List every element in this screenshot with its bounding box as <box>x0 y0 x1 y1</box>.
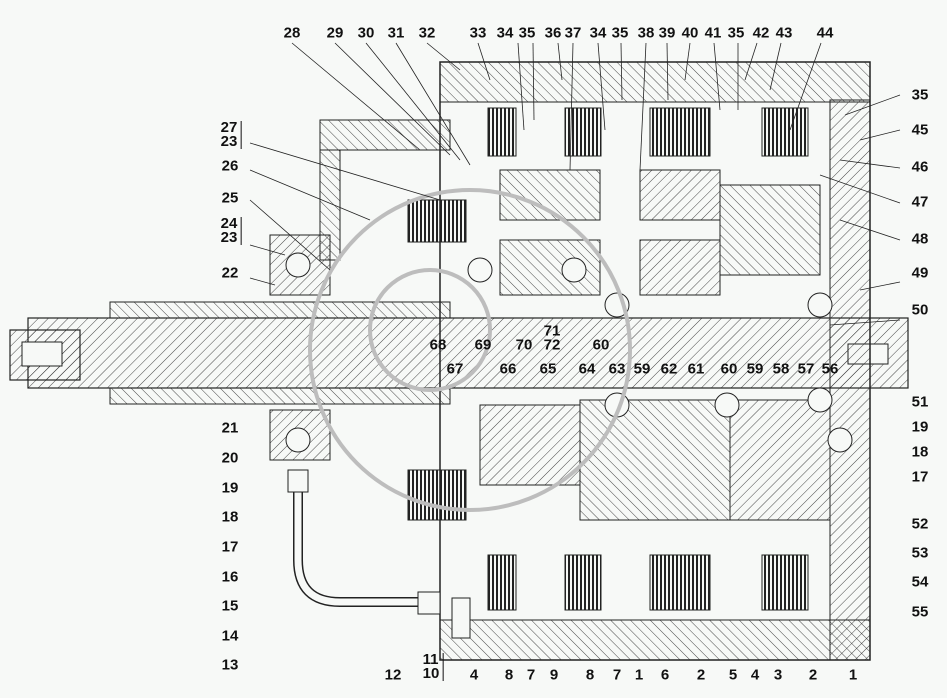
callout-36: 36 <box>544 24 562 42</box>
oil-pipe <box>287 469 471 639</box>
callout-60: 60 <box>720 360 738 378</box>
callout-17: 17 <box>221 538 239 556</box>
callout-63: 63 <box>608 360 626 378</box>
callout-34: 34 <box>496 24 514 42</box>
callout-58: 58 <box>772 360 790 378</box>
callout-15: 15 <box>221 597 239 615</box>
callout-48: 48 <box>911 230 929 248</box>
callout-49: 49 <box>911 264 929 282</box>
callout-35: 35 <box>518 24 536 42</box>
callout-56: 56 <box>821 360 839 378</box>
callout-42: 42 <box>752 24 770 42</box>
callout-28: 28 <box>283 24 301 42</box>
callout-14: 14 <box>221 627 239 645</box>
main-shaft <box>9 301 909 405</box>
callout-44: 44 <box>816 24 834 42</box>
callout-66: 66 <box>499 360 517 378</box>
callout-7: 7 <box>612 666 622 684</box>
callout-70: 70 <box>515 336 533 354</box>
gears-bearings <box>285 169 853 521</box>
callout-9: 9 <box>549 666 559 684</box>
callout-39: 39 <box>658 24 676 42</box>
callout-43: 43 <box>775 24 793 42</box>
callout-4: 4 <box>469 666 479 684</box>
callout-55: 55 <box>911 603 929 621</box>
callout-3: 3 <box>773 666 783 684</box>
callout-21: 21 <box>221 419 239 437</box>
callout-20: 20 <box>221 449 239 467</box>
callout-67: 67 <box>446 360 464 378</box>
callout-34: 34 <box>589 24 607 42</box>
callout-72: 72 <box>543 336 561 354</box>
callout-1: 1 <box>848 666 858 684</box>
watermark <box>308 188 632 512</box>
callout-45: 45 <box>911 121 929 139</box>
callout-7: 7 <box>526 666 536 684</box>
callout-62: 62 <box>660 360 678 378</box>
callout-46: 46 <box>911 158 929 176</box>
callout-51: 51 <box>911 393 929 411</box>
callout-30: 30 <box>357 24 375 42</box>
callout-22: 22 <box>221 264 239 282</box>
callout-53: 53 <box>911 544 929 562</box>
callout-12: 12 <box>384 666 402 684</box>
callout-47: 47 <box>911 193 929 211</box>
callout-35: 35 <box>911 86 929 104</box>
callout-33: 33 <box>469 24 487 42</box>
callout-50: 50 <box>911 301 929 319</box>
callout-71: 71 <box>543 322 561 340</box>
callout-18: 18 <box>221 508 239 526</box>
callout-65: 65 <box>539 360 557 378</box>
callout-19: 19 <box>221 479 239 497</box>
callout-13: 13 <box>221 656 239 674</box>
clutch-packs <box>407 107 809 611</box>
callout-61: 61 <box>687 360 705 378</box>
callout-17: 17 <box>911 468 929 486</box>
callout-69: 69 <box>474 336 492 354</box>
callout-40: 40 <box>681 24 699 42</box>
callout-8: 8 <box>585 666 595 684</box>
callout-5: 5 <box>728 666 738 684</box>
callout-59: 59 <box>633 360 651 378</box>
callout-41: 41 <box>704 24 722 42</box>
callout-68: 68 <box>429 336 447 354</box>
callout-52: 52 <box>911 515 929 533</box>
callout-60: 60 <box>592 336 610 354</box>
leader-lines <box>249 42 901 326</box>
callout-54: 54 <box>911 573 929 591</box>
callout-59: 59 <box>746 360 764 378</box>
callout-2: 2 <box>696 666 706 684</box>
callout-19: 19 <box>911 418 929 436</box>
callout-37: 37 <box>564 24 582 42</box>
callout-57: 57 <box>797 360 815 378</box>
callout-38: 38 <box>637 24 655 42</box>
callout-35: 35 <box>727 24 745 42</box>
callout-1: 1 <box>634 666 644 684</box>
callout-6: 6 <box>660 666 670 684</box>
callout-8: 8 <box>504 666 514 684</box>
callout-29: 29 <box>326 24 344 42</box>
callout-64: 64 <box>578 360 596 378</box>
callout-4: 4 <box>750 666 760 684</box>
callout-25: 25 <box>221 189 239 207</box>
callout-31: 31 <box>387 24 405 42</box>
callout-26: 26 <box>221 157 239 175</box>
callout-35: 35 <box>611 24 629 42</box>
callout-16: 16 <box>221 568 239 586</box>
callout-32: 32 <box>418 24 436 42</box>
housing <box>269 61 871 661</box>
callout-2: 2 <box>808 666 818 684</box>
callout-18: 18 <box>911 443 929 461</box>
